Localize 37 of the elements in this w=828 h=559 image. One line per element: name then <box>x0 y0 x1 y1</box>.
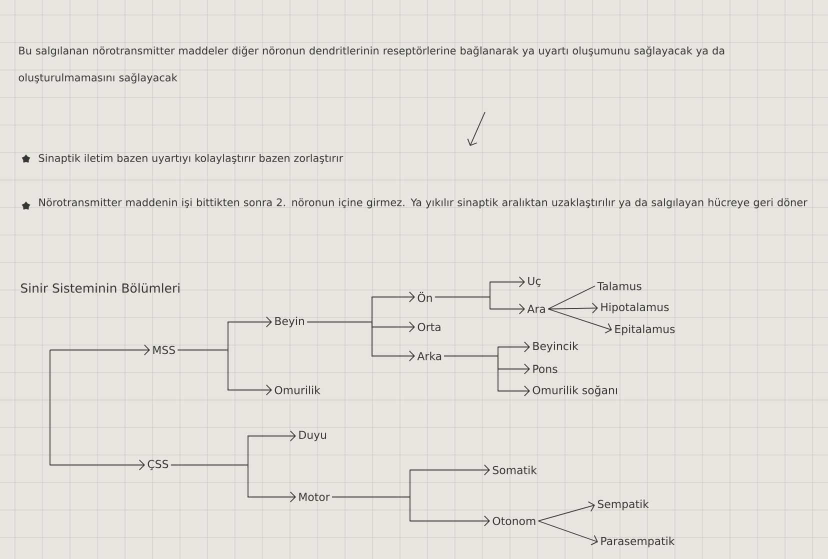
term-label: Motor <box>299 492 330 502</box>
arrow <box>332 496 490 526</box>
term-label: Uç <box>528 276 541 288</box>
arrow <box>548 308 612 334</box>
term-label: Beyin <box>275 316 304 328</box>
term-label: Pons <box>533 364 558 374</box>
arrow <box>170 464 296 502</box>
term-label: Somatik <box>492 466 537 474</box>
term-label: Ön <box>418 292 432 302</box>
term-label: ÇSS <box>148 460 168 470</box>
arrow <box>548 302 598 314</box>
arrow <box>50 344 150 356</box>
arrow <box>538 501 595 522</box>
diagram-title: Sinir Sisteminin Bölümleri <box>21 283 180 293</box>
arrow <box>444 356 530 396</box>
term-label: MSS <box>153 346 175 354</box>
arrow <box>50 350 145 470</box>
term-label: Talamus <box>597 282 642 290</box>
term-label: Otonom <box>492 516 536 526</box>
term-label: Omurilik <box>274 386 320 394</box>
term-label: Epitalamus <box>615 324 675 336</box>
arrow <box>434 296 525 314</box>
term-label: Hipotalamus <box>601 302 669 314</box>
term-label: Sempatik <box>598 500 649 510</box>
note-paragraph: Nörotransmitter maddenin işi bittikten sonra 2. nöronun içine girmez. Ya yıkılır sinaptik aralıktan uzaklaştırılır ya da salgılayan hücreye geri döner <box>39 198 808 208</box>
term-label: Beyincik <box>533 342 578 352</box>
term-label: Omurilik soğanı <box>532 386 617 396</box>
note-text: Sinaptik iletim bazen uyartıyı kolaylaştırır bazen zorlaştırır <box>38 154 344 164</box>
term-label: Arka <box>417 352 442 360</box>
term-label: Parasempatik <box>601 536 675 548</box>
term-label: Orta <box>418 322 440 332</box>
arrow <box>538 520 598 546</box>
term-label: Ara <box>527 304 545 314</box>
term-label: Duyu <box>299 430 326 442</box>
arrow <box>306 322 415 362</box>
arrow <box>177 350 272 396</box>
note-paragraph: Bu salgılanan nörotransmitter maddeler diğer nöronun dendritlerinin reseptörlerine bağlanarak ya uyartı oluşumunu sağlayacak ya da oluşturulmamasını sağlayacak <box>18 46 724 84</box>
